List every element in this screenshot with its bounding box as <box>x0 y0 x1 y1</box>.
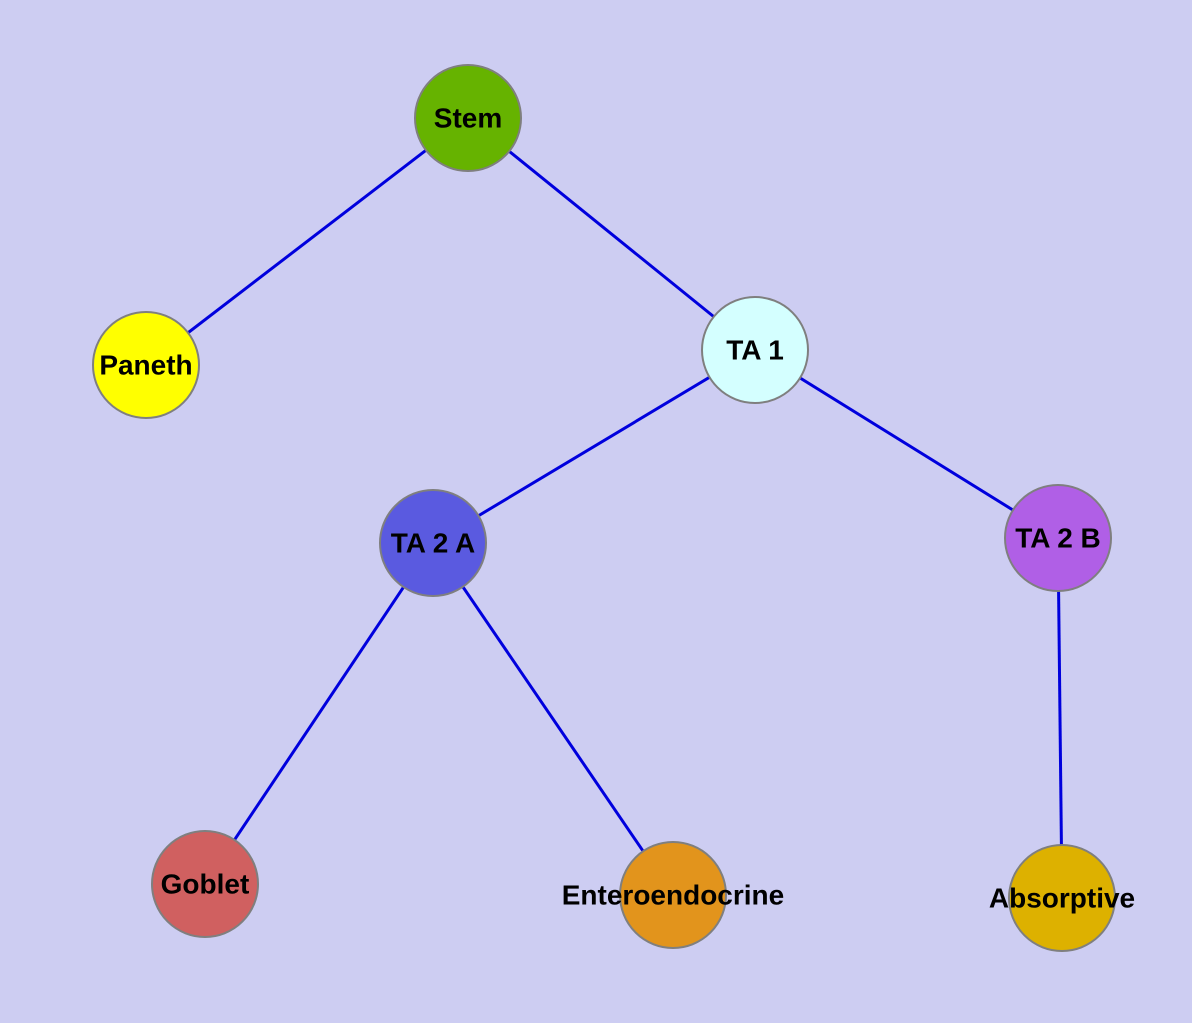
goblet-label: Goblet <box>161 869 250 900</box>
edge-ta1-ta2a <box>432 348 756 545</box>
edge-stem-paneth <box>145 116 469 367</box>
ta2b-label: TA 2 B <box>1015 523 1101 554</box>
edge-ta2b-absorptive <box>1056 537 1064 899</box>
node-ta2b: TA 2 B <box>1004 484 1112 592</box>
enteroendocrine-label: Enteroendocrine <box>562 880 784 911</box>
edge-layer <box>145 116 1064 899</box>
ta2a-circle <box>379 489 487 597</box>
paneth-label: Paneth <box>99 350 192 381</box>
node-paneth: Paneth <box>92 311 200 419</box>
absorptive-label: Absorptive <box>989 883 1135 914</box>
node-stem: Stem <box>414 64 522 172</box>
ta1-circle <box>701 296 809 404</box>
node-absorptive: Absorptive <box>989 844 1135 952</box>
node-ta2a: TA 2 A <box>379 489 487 597</box>
node-ta1: TA 1 <box>701 296 809 404</box>
edge-stem-ta1 <box>467 116 756 352</box>
enteroendocrine-circle <box>619 841 727 949</box>
ta2a-label: TA 2 A <box>391 528 476 559</box>
paneth-circle <box>92 311 200 419</box>
node-goblet: Goblet <box>151 830 259 938</box>
absorptive-circle <box>1008 844 1116 952</box>
node-enteroendocrine: Enteroendocrine <box>562 841 784 949</box>
ta2b-circle <box>1004 484 1112 592</box>
stem-circle <box>414 64 522 172</box>
edge-ta2a-enteroendocrine <box>431 542 675 896</box>
goblet-circle <box>151 830 259 938</box>
edge-ta1-ta2b <box>754 348 1059 540</box>
stem-label: Stem <box>434 103 502 134</box>
edge-ta2a-goblet <box>203 542 435 885</box>
ta1-label: TA 1 <box>726 335 784 366</box>
